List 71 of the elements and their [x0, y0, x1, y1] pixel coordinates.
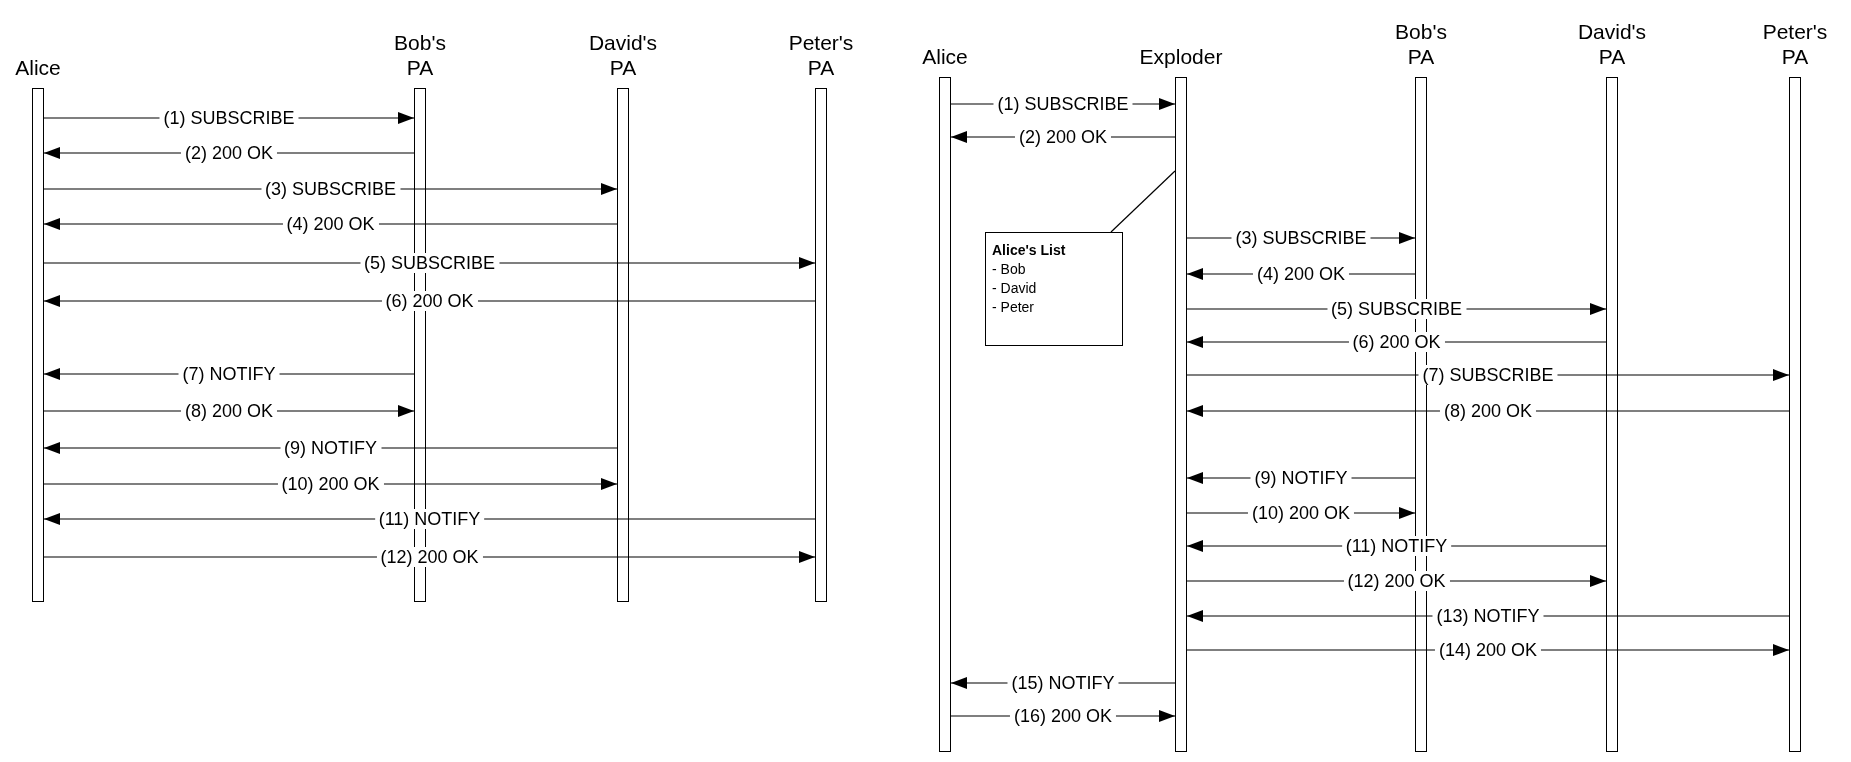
- message-arrow: [1186, 610, 1790, 622]
- message-arrow: [43, 478, 618, 490]
- list-item: - David: [992, 279, 1038, 298]
- message-label: (11) NOTIFY: [374, 509, 485, 529]
- message-label: (16) 200 OK: [1009, 706, 1117, 726]
- message-label: (8) 200 OK: [1440, 401, 1536, 421]
- message-arrow: [43, 112, 415, 124]
- message-label: (9) NOTIFY: [1250, 468, 1352, 488]
- list-item: - Bob: [992, 260, 1027, 279]
- lifeline-label: David's PA: [588, 30, 658, 80]
- message-arrow: [1186, 472, 1416, 484]
- message-arrow: [1186, 232, 1416, 244]
- lifeline-label: Bob's PA: [1395, 19, 1447, 69]
- note-box: [985, 232, 1123, 346]
- message-label: (7) NOTIFY: [178, 364, 280, 384]
- message-label: (1) SUBSCRIBE: [159, 108, 299, 128]
- message-arrow: [1186, 303, 1607, 315]
- message-arrow: [43, 368, 415, 380]
- message-arrow: [950, 131, 1176, 143]
- message-label: (9) NOTIFY: [280, 438, 381, 458]
- message-arrow: [950, 710, 1176, 722]
- message-arrow: [43, 513, 816, 525]
- message-arrow: [43, 257, 816, 269]
- message-arrow: [43, 551, 816, 563]
- message-arrow: [1186, 507, 1416, 519]
- message-label: (8) 200 OK: [181, 401, 277, 421]
- list-item: - Peter: [992, 298, 1035, 317]
- message-arrow: [43, 442, 618, 454]
- lifeline-label: Exploder: [1139, 44, 1223, 69]
- message-label: (13) NOTIFY: [1432, 606, 1544, 626]
- message-label: (10) 200 OK: [277, 474, 384, 494]
- message-label: (12) 200 OK: [1343, 571, 1450, 591]
- lifeline-label: Bob's PA: [394, 30, 446, 80]
- message-label: (3) SUBSCRIBE: [261, 179, 400, 199]
- message-label: (1) SUBSCRIBE: [993, 94, 1133, 114]
- message-label: (11) NOTIFY: [1341, 536, 1452, 556]
- message-label: (12) 200 OK: [376, 547, 483, 567]
- lifeline-label: Peter's PA: [788, 30, 854, 80]
- message-arrow: [43, 183, 618, 195]
- message-label: (2) 200 OK: [1015, 127, 1111, 147]
- message-label: (4) 200 OK: [282, 214, 379, 234]
- message-arrow: [1186, 268, 1416, 280]
- message-arrow: [43, 218, 618, 230]
- message-label: (6) 200 OK: [1348, 332, 1445, 352]
- message-label: (6) 200 OK: [381, 291, 478, 311]
- message-arrow: [43, 405, 415, 417]
- message-arrow: [950, 677, 1176, 689]
- lifeline-label: Alice: [15, 55, 61, 80]
- message-arrow: [1186, 644, 1790, 656]
- message-arrow: [1186, 405, 1790, 417]
- message-label: (5) SUBSCRIBE: [360, 253, 499, 273]
- leader-line: [1110, 170, 1176, 233]
- message-label: (14) 200 OK: [1434, 640, 1542, 660]
- message-arrow: [950, 98, 1176, 110]
- message-label: (4) 200 OK: [1253, 264, 1349, 284]
- note-heading: Alice's List: [992, 241, 1067, 260]
- message-arrow: [1186, 575, 1607, 587]
- message-label: (15) NOTIFY: [1007, 673, 1119, 693]
- message-label: (10) 200 OK: [1247, 503, 1355, 523]
- message-arrow: [43, 147, 415, 159]
- message-label: (3) SUBSCRIBE: [1231, 228, 1371, 248]
- lifeline-label: Peter's PA: [1762, 19, 1828, 69]
- message-label: (7) SUBSCRIBE: [1418, 365, 1558, 385]
- message-label: (5) SUBSCRIBE: [1327, 299, 1466, 319]
- message-arrow: [1186, 540, 1607, 552]
- message-arrow: [1186, 369, 1790, 381]
- lifeline-label: Alice: [922, 44, 968, 69]
- message-arrow: [1186, 336, 1607, 348]
- message-label: (2) 200 OK: [181, 143, 277, 163]
- message-arrow: [43, 295, 816, 307]
- lifeline-label: David's PA: [1577, 19, 1647, 69]
